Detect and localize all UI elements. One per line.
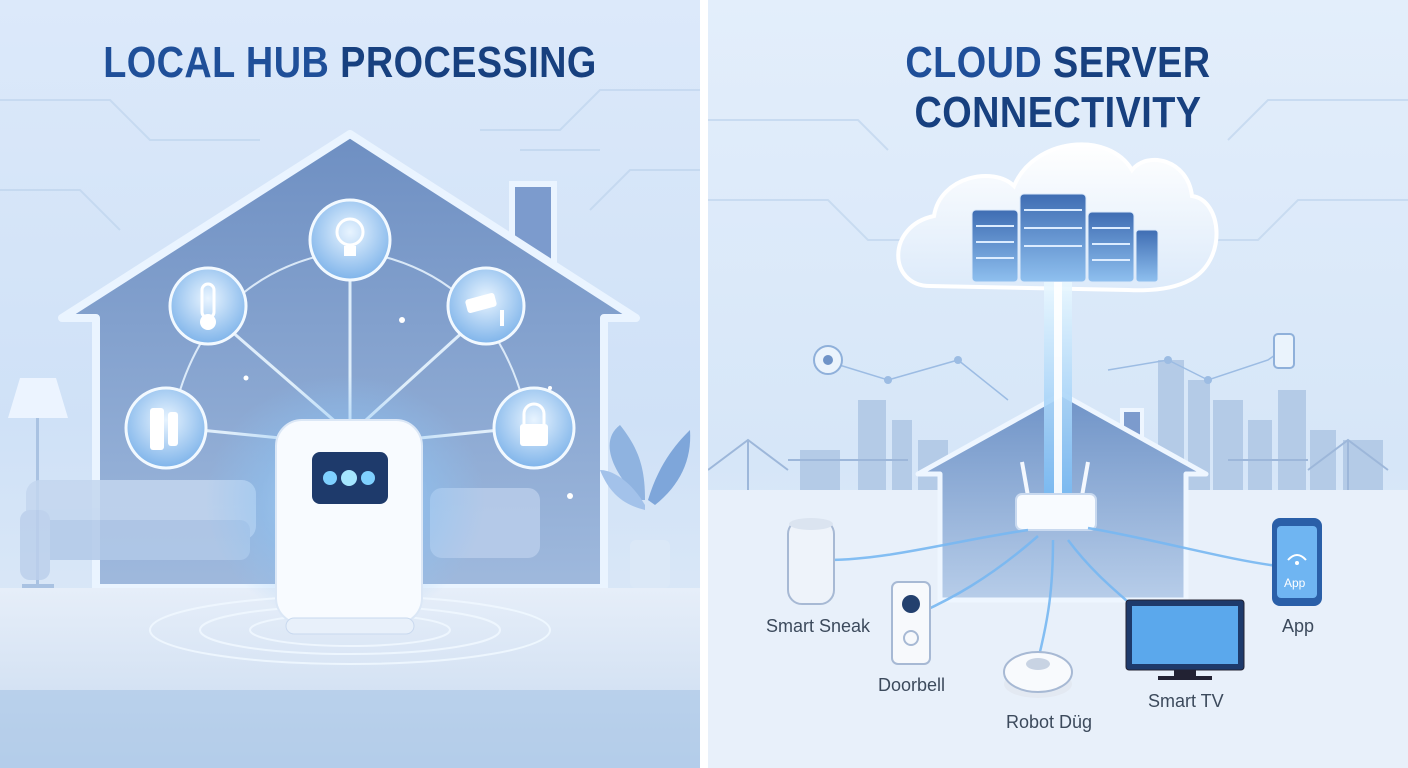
smart-tv-label: Smart TV	[1148, 691, 1224, 711]
router-icon	[1015, 461, 1097, 531]
sparkles	[243, 317, 573, 499]
robot-vacuum-label: Robot Düg	[1006, 712, 1093, 732]
circuit-lines	[708, 99, 1408, 241]
door-sensor-icon	[124, 386, 208, 470]
local-hub-illustration	[0, 89, 700, 768]
eye-icon	[813, 345, 843, 375]
security-camera-icon	[446, 266, 526, 346]
doorbell-label: Doorbell	[878, 675, 946, 695]
cloud-illustration	[708, 99, 1408, 768]
app-screen-label: App	[1284, 576, 1306, 590]
potted-plant	[600, 425, 691, 588]
local-hub-title: LOCAL HUB PROCESSING	[49, 38, 651, 88]
padlock-icon	[492, 386, 576, 470]
robot-vacuum-icon	[1003, 651, 1073, 698]
app-phone-icon	[1272, 518, 1322, 606]
cloud-title-part1: CLOUD	[905, 38, 1043, 87]
city-skyline	[800, 360, 1383, 490]
cloud-title-part2: SERVER CONNECTIVITY	[914, 38, 1211, 137]
app-label: App	[1282, 616, 1315, 636]
local-hub-title-part1: LOCAL HUB	[103, 38, 330, 87]
doorbell-icon	[891, 581, 931, 665]
local-hub-title-part2: PROCESSING	[340, 38, 597, 87]
server-rack-icon	[971, 193, 1159, 283]
cloud-panel: CLOUD SERVER CONNECTIVITY Smart Sneak Do…	[708, 0, 1408, 768]
circuit-lines	[0, 89, 700, 231]
smart-speaker-label: Smart Sneak	[766, 616, 871, 636]
phone-icon	[1273, 333, 1295, 369]
cloud-title: CLOUD SERVER CONNECTIVITY	[757, 38, 1359, 138]
device-connections	[827, 526, 1279, 661]
smart-speaker-icon	[787, 518, 835, 605]
local-hub-panel: LOCAL HUB PROCESSING	[0, 0, 700, 768]
panel-divider	[700, 0, 708, 768]
power-towers	[708, 438, 1389, 490]
smart-tv-icon	[1125, 599, 1245, 680]
smart-hub-icon	[275, 419, 423, 635]
thermometer-icon	[168, 266, 248, 346]
network-nodes	[884, 356, 1212, 384]
lightbulb-icon	[308, 198, 392, 282]
